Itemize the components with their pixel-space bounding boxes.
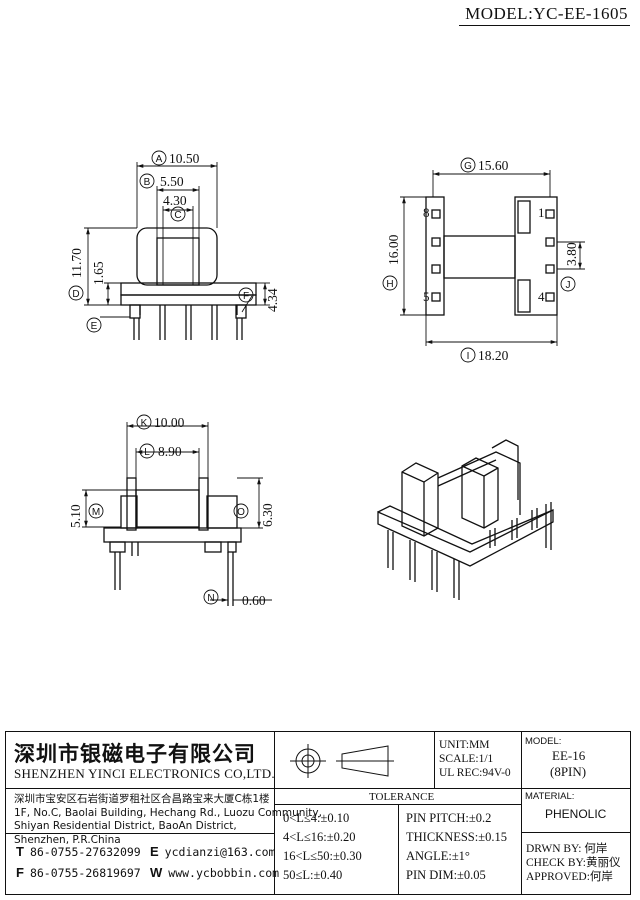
tol-range-2: 4<L≤16:±0.20 [283, 830, 356, 844]
dim-D: 11.70 [69, 248, 84, 278]
tol-range-4: 50≤L:±0.40 [283, 868, 343, 882]
dim-D-inner: 1.65 [91, 261, 106, 285]
company-name-cn: 深圳市银磁电子有限公司 [14, 742, 256, 766]
tol-range-3: 16<L≤50:±0.30 [283, 849, 362, 863]
projection-symbol-icon [290, 744, 394, 778]
technical-drawing: A 10.50 B 5.50 4.30 C 11.70 D 1.65 E F 4… [68, 150, 585, 608]
dim-K: 10.00 [154, 415, 185, 430]
label-O: O [237, 507, 245, 518]
checked-by: CHECK BY:黄丽仪 [526, 857, 621, 869]
unit: UNIT:MM [439, 739, 490, 751]
label-H: H [386, 279, 393, 290]
model-header: MODEL: [525, 736, 562, 747]
label-I: I [467, 351, 470, 362]
dimension-labels: A 10.50 B 5.50 4.30 C 11.70 D 1.65 E F 4… [68, 150, 579, 608]
label-C: C [174, 210, 181, 221]
title-block: 深圳市银磁电子有限公司 SHENZHEN YINCI ELECTRONICS C… [5, 731, 631, 895]
company-name-en: SHENZHEN YINCI ELECTRONICS CO,LTD. [14, 766, 275, 781]
model-pins: (8PIN) [550, 764, 587, 779]
dim-B: 5.50 [160, 174, 184, 189]
dim-J: 3.80 [564, 242, 579, 266]
dim-A: 10.50 [169, 151, 200, 166]
label-E: E [91, 321, 98, 332]
tol-angle: ANGLE:±1° [406, 849, 470, 863]
label-D: D [72, 289, 79, 300]
pin-5: 5 [423, 289, 430, 304]
tol-range-1: 0<L≤4:±0.10 [283, 811, 350, 825]
label-G: G [464, 161, 472, 172]
dim-N: 0.60 [242, 593, 266, 608]
label-A: A [156, 154, 163, 165]
dim-I: 18.20 [478, 348, 509, 363]
label-F: F [243, 291, 249, 302]
dim-G: 15.60 [478, 158, 509, 173]
model-label: MODEL:YC-EE-1605 [459, 4, 630, 26]
material-value: PHENOLIC [545, 807, 607, 821]
front-view [120, 227, 257, 340]
drawn-by: DRWN BY: 何岸 [526, 843, 608, 855]
label-K: K [141, 418, 148, 429]
ul-rec: UL REC:94V-0 [439, 767, 511, 779]
label-N: N [207, 593, 214, 604]
material-header: MATERIAL: [525, 791, 575, 802]
scale: SCALE:1/1 [439, 753, 494, 765]
label-J: J [566, 280, 571, 291]
tol-thickness: THICKNESS:±0.15 [406, 830, 507, 844]
bottom-view [103, 477, 242, 606]
dim-M: 5.10 [68, 504, 83, 528]
tol-pin-dim: PIN DIM:±0.05 [406, 868, 486, 882]
dim-F: 4.34 [265, 288, 280, 312]
address: 深圳市宝安区石岩街道罗租社区合昌路宝来大厦C栋1楼 1F, No.C, Baol… [14, 793, 322, 846]
isometric-view [377, 439, 554, 600]
label-B: B [144, 177, 151, 188]
approved-by: APPROVED:何岸 [526, 871, 613, 883]
dim-O: 6.30 [260, 503, 275, 527]
dim-C: 4.30 [163, 193, 187, 208]
pin-1: 1 [538, 205, 545, 220]
side-view [425, 196, 558, 316]
tolerance-header: TOLERANCE [369, 791, 435, 803]
dim-H: 16.00 [386, 234, 401, 265]
dim-L: 8.90 [158, 444, 182, 459]
pin-4: 4 [538, 289, 545, 304]
tol-pin-pitch: PIN PITCH:±0.2 [406, 811, 492, 825]
pin-8: 8 [423, 205, 430, 220]
model-value: EE-16 [552, 748, 586, 763]
label-L: L [144, 447, 150, 458]
label-M: M [92, 507, 100, 518]
